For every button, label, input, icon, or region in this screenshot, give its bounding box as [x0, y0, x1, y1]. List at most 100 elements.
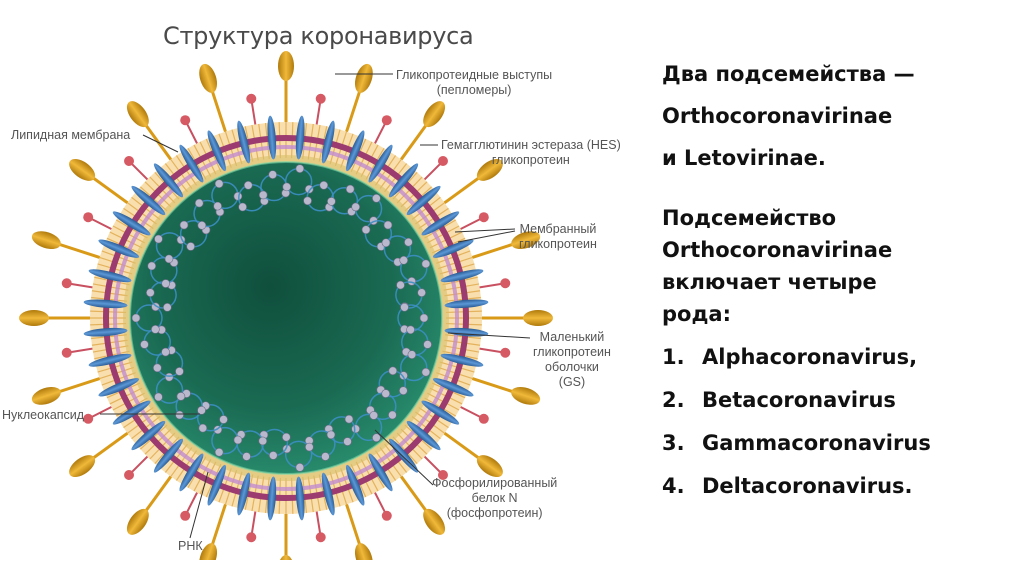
label-membrane-glycoprotein: Мембранный гликопротеин: [519, 222, 597, 252]
nucleoprotein: [351, 424, 360, 434]
genus-number: 1.: [662, 345, 685, 369]
label-leader-lines: [100, 73, 531, 539]
nucleoprotein: [214, 447, 224, 457]
nucleoprotein: [381, 238, 391, 248]
membrane-glycoprotein: [267, 476, 277, 521]
hes-head: [381, 510, 392, 521]
hes-head: [180, 115, 191, 126]
peplomer-head: [126, 101, 149, 128]
label-gs-line4: (GS): [558, 375, 586, 389]
nucleoprotein: [372, 433, 381, 443]
peplomer-head: [354, 63, 373, 93]
nucleoprotein: [419, 313, 429, 323]
nucleoprotein: [303, 196, 312, 206]
genus-item: 4. Deltacoronavirus.: [662, 470, 1002, 502]
hes-head: [83, 413, 94, 424]
membrane-glycoprotein: [421, 400, 460, 425]
nucleoprotein: [268, 170, 278, 179]
nucleoprotein: [407, 350, 417, 359]
label-protein-n-line2: белок N: [471, 491, 518, 505]
leader-line: [374, 429, 434, 486]
nucleocapsid-core: [129, 161, 443, 475]
nucleoprotein: [421, 367, 431, 377]
peplomer-head: [511, 386, 541, 405]
nucleoprotein: [295, 463, 305, 472]
membrane-glycoprotein: [112, 211, 151, 236]
nucleoprotein: [198, 423, 208, 433]
nucleoprotein: [383, 220, 393, 230]
genus-number: 2.: [662, 388, 685, 412]
hes-head: [315, 93, 326, 104]
membrane-glycoprotein: [444, 299, 489, 309]
subfamilies-line2: Orthocoronavirinae: [662, 104, 893, 128]
nucleoprotein: [295, 164, 305, 173]
nucleoprotein: [197, 221, 207, 230]
nucleoprotein: [268, 451, 278, 460]
nucleoprotein: [372, 193, 381, 203]
nucleoprotein: [321, 452, 330, 461]
nucleoprotein: [146, 288, 155, 297]
membrane-glycoprotein: [88, 353, 132, 367]
orthocoronavirinae-line2: Orthocoronavirinae: [662, 238, 893, 262]
membrane-glycoprotein: [83, 299, 128, 309]
nucleoprotein: [399, 386, 408, 395]
peplomer-head: [476, 158, 503, 181]
label-peplomers-line1: Гликопротеидные выступы: [396, 68, 553, 82]
core-body: [130, 162, 442, 474]
nucleoprotein: [151, 325, 160, 334]
nucleoprotein: [140, 340, 149, 349]
virus-diagram: [19, 51, 553, 560]
nucleoprotein: [131, 313, 141, 323]
hes-head: [500, 347, 511, 358]
membrane-glycoprotein: [179, 144, 204, 183]
nucleoprotein: [258, 436, 268, 446]
text-panel: Два подсемейства — Orthocoronavirinae и …: [662, 58, 1002, 502]
membrane-glycoprotein: [131, 420, 166, 451]
nucleoprotein: [153, 363, 162, 373]
membrane-glycoprotein: [237, 472, 251, 516]
nucleoprotein: [154, 234, 163, 244]
nucleoprotein: [164, 372, 174, 382]
figure-title: Структура коронавируса: [163, 22, 474, 50]
label-protein-n-line3: (фосфопротеин): [446, 506, 543, 520]
membrane-glycoprotein: [346, 130, 365, 172]
nucleoprotein: [175, 410, 184, 420]
core-rim: [129, 161, 443, 475]
hes-head: [83, 212, 94, 223]
nucleoprotein: [319, 180, 329, 190]
nucleoprotein: [423, 340, 432, 349]
hes-head: [437, 469, 448, 480]
label-gs-line3: оболочки: [545, 360, 599, 374]
nucleoprotein: [214, 179, 224, 189]
peplomer-head: [69, 158, 96, 181]
nucleoprotein: [399, 371, 408, 380]
membrane-glycoprotein: [83, 327, 128, 337]
nucleoprotein: [243, 180, 253, 190]
label-peplomers-line2: (пепломеры): [436, 83, 512, 97]
nucleoprotein: [161, 347, 170, 357]
peplomer-head: [423, 508, 446, 535]
nucleoprotein: [343, 437, 352, 446]
hes-head: [180, 510, 191, 521]
nucleoprotein: [417, 288, 426, 297]
genus-item: 1. Alphacoronavirus,: [662, 341, 1002, 373]
nucleoprotein: [344, 414, 354, 424]
membrane-glycoprotein: [321, 472, 335, 516]
label-peplomers: Гликопротеидные выступы (пепломеры): [396, 68, 552, 98]
genus-number: 4.: [662, 474, 685, 498]
nucleoprotein: [304, 184, 314, 194]
orthocoronavirinae-line4: рода:: [662, 302, 731, 326]
nucleoprotein: [197, 406, 206, 415]
membrane-glycoprotein: [388, 163, 419, 198]
nucleoprotein: [388, 410, 397, 420]
genus-number: 3.: [662, 431, 685, 455]
label-rna: РНК: [178, 539, 203, 553]
membrane-glycoprotein: [440, 269, 484, 283]
hes-head: [246, 93, 257, 104]
nucleoprotein: [406, 325, 415, 335]
membrane-glycoprotein: [98, 378, 140, 397]
nucleoprotein: [399, 255, 409, 265]
membrane-glycoprotein: [321, 120, 335, 164]
membrane-glycoprotein: [440, 353, 484, 367]
peplomer-head: [354, 543, 373, 560]
